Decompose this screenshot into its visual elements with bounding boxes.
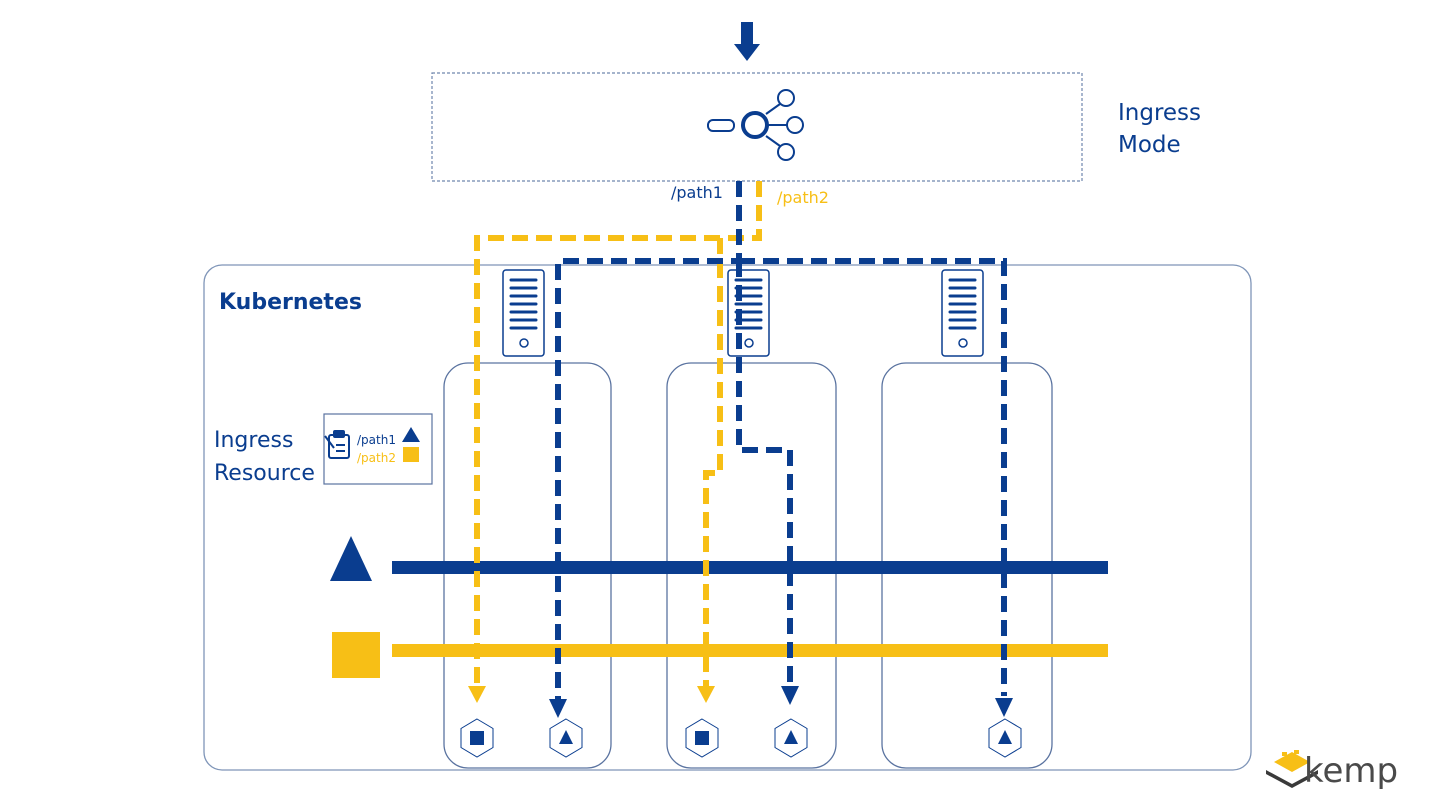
server-icon — [727, 269, 770, 357]
server-icon — [502, 269, 545, 357]
ingress-resource-label-line2: Resource — [214, 461, 315, 486]
path1-arrowhead — [781, 686, 799, 705]
square-service-bar — [392, 644, 1108, 657]
path2-label: /path2 — [777, 188, 829, 207]
ingress-controller-box — [431, 72, 1083, 182]
kubernetes-label: Kubernetes — [219, 290, 362, 315]
resource-rule-path1: /path1 — [357, 433, 396, 447]
resource-triangle-icon — [402, 427, 420, 442]
kemp-logo-icon — [1266, 750, 1318, 788]
kubernetes-cluster — [203, 264, 1252, 771]
incoming-traffic-arrow — [734, 22, 760, 61]
square-service-icon — [332, 632, 380, 678]
path1-label: /path1 — [671, 183, 723, 202]
resource-rule-path2: /path2 — [357, 451, 396, 465]
clipboard-icon — [324, 430, 350, 459]
path2-route — [474, 181, 762, 688]
pod-triangle — [988, 718, 1022, 758]
path1-arrowhead — [549, 699, 567, 718]
path2-arrowhead — [468, 686, 486, 703]
triangle-service-icon — [330, 536, 372, 581]
triangle-service-bar — [392, 561, 1108, 574]
pod-square — [460, 718, 494, 758]
ingress-controller-icon — [707, 89, 804, 161]
pod-triangle — [549, 718, 583, 758]
ingress-mode-label-line2: Mode — [1118, 132, 1181, 158]
server-icon — [941, 269, 984, 357]
path1-route — [555, 181, 1007, 700]
pod-triangle — [774, 718, 808, 758]
ingress-mode-label-line1: Ingress — [1118, 100, 1201, 126]
path2-arrowhead — [697, 686, 715, 703]
pod-square — [685, 718, 719, 758]
kemp-logo-text: kemp — [1304, 751, 1398, 791]
ingress-resource-label-line1: Ingress — [214, 428, 293, 453]
resource-square-icon — [403, 447, 419, 462]
path1-arrowhead — [995, 698, 1013, 717]
